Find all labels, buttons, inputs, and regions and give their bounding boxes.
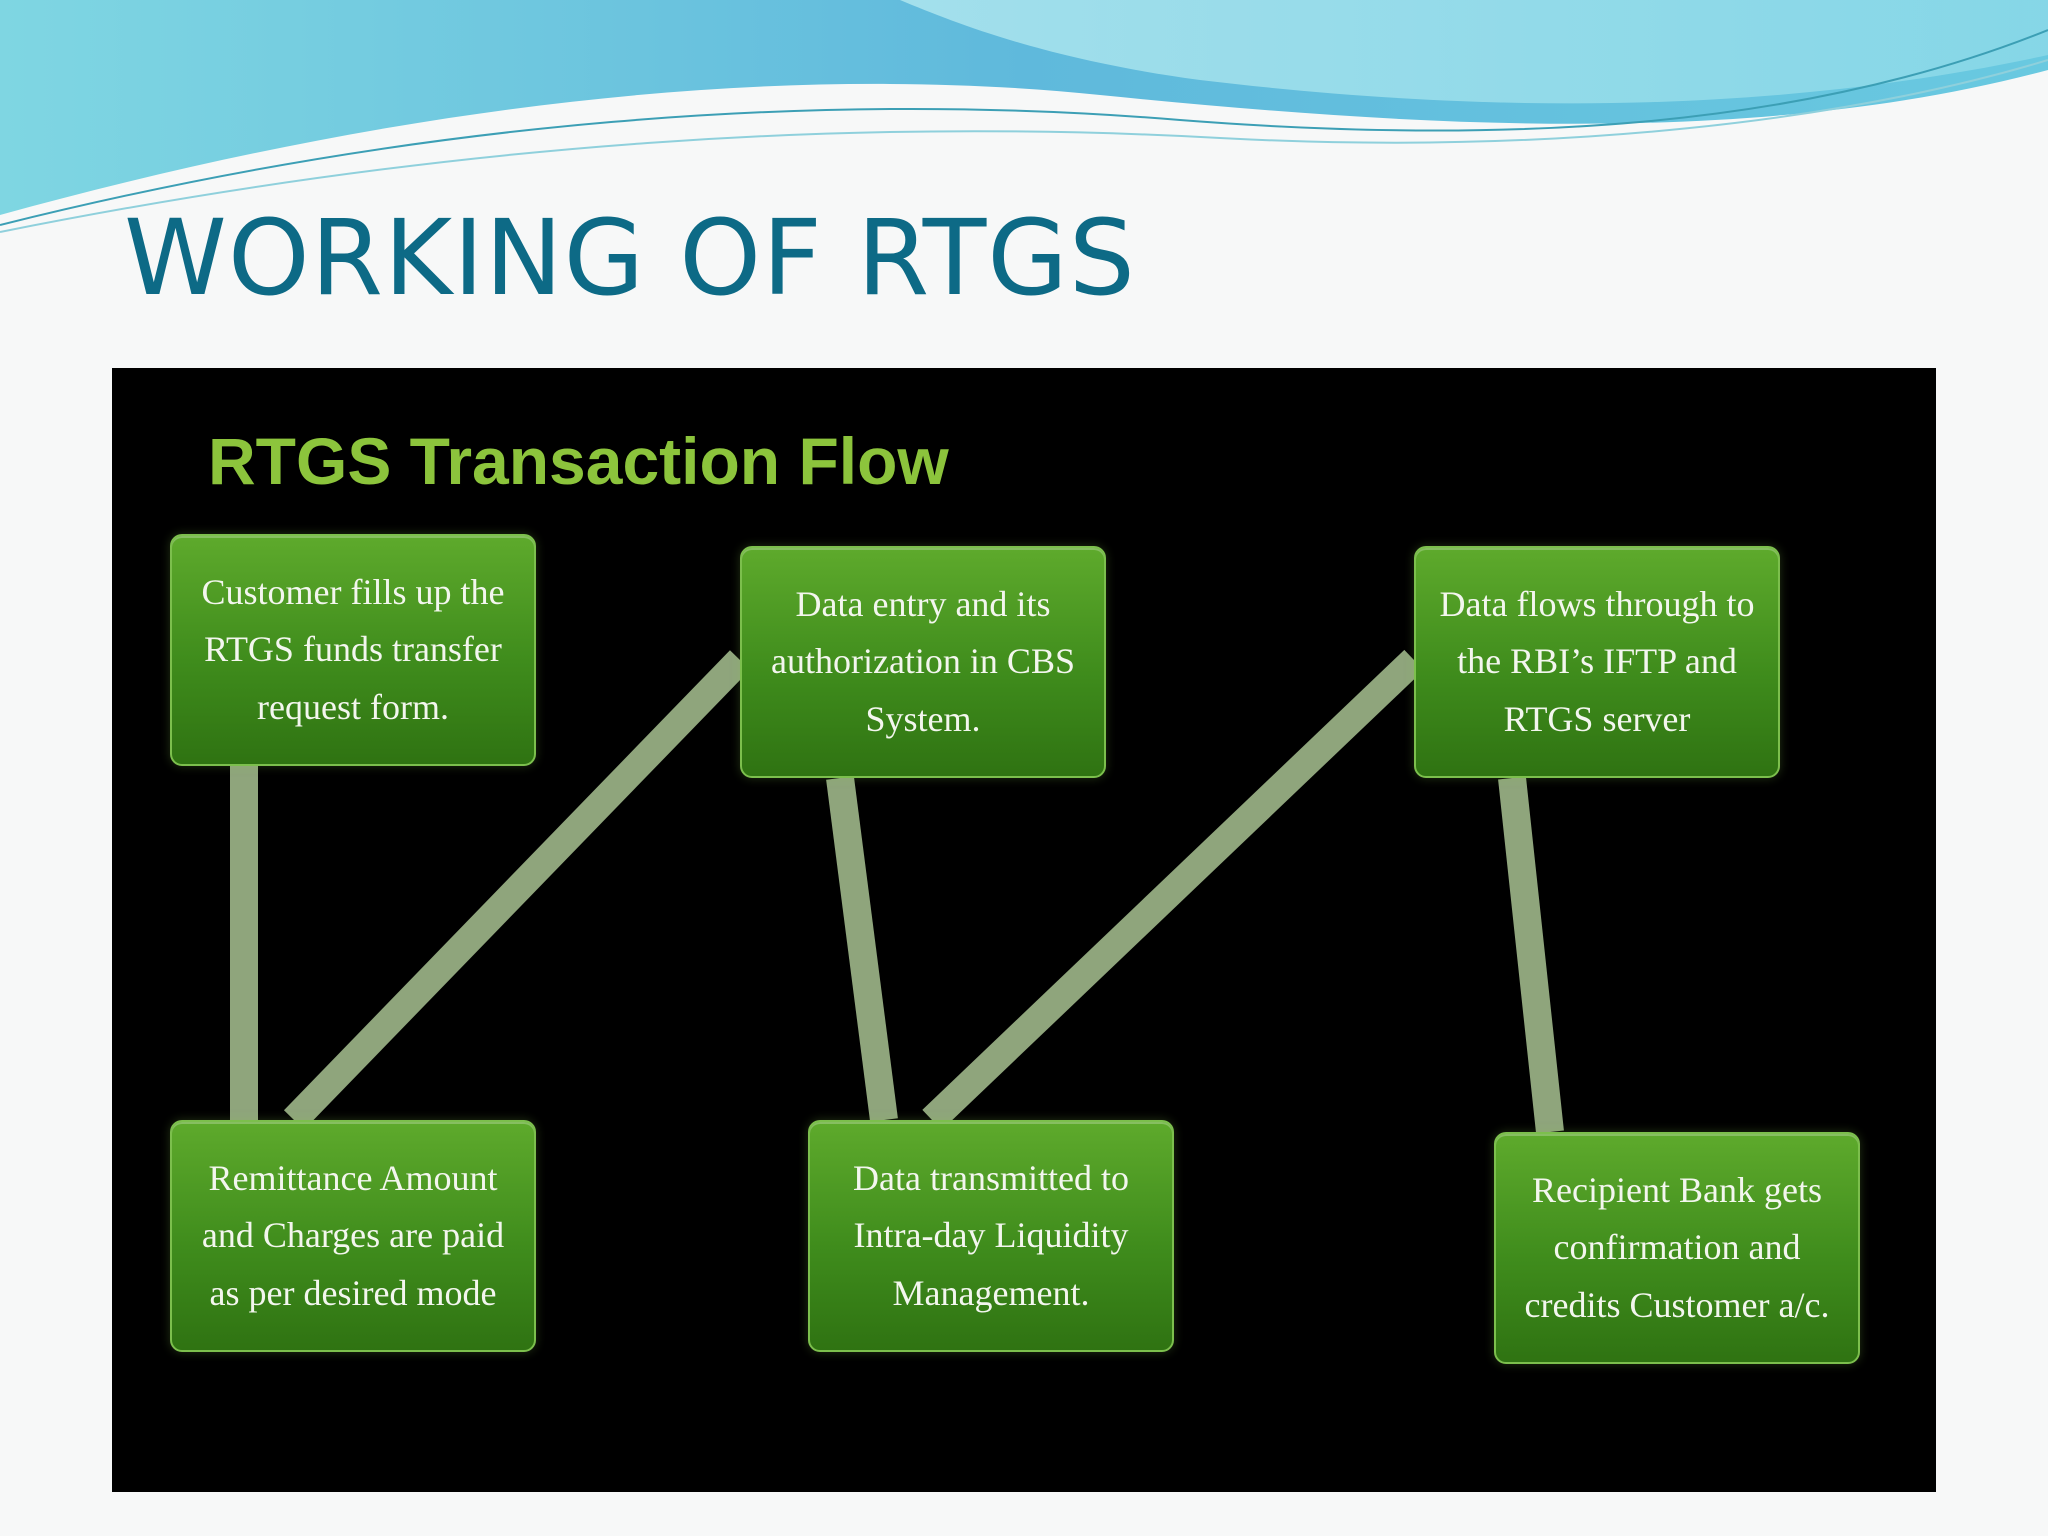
- flow-step-2: Data entry and its authorization in CBS …: [740, 546, 1106, 778]
- diagram-panel: RTGS Transaction Flow Customer fills up …: [112, 368, 1936, 1492]
- connector-4-to-2: [283, 650, 751, 1130]
- flow-step-3-text: Data flows through to the RBI’s IFTP and…: [1439, 583, 1755, 739]
- flow-step-5-text: Data transmitted to Intra-day Liquidity …: [853, 1157, 1129, 1313]
- flow-step-5: Data transmitted to Intra-day Liquidity …: [808, 1120, 1174, 1352]
- slide-title: WORKING OF RTGS: [124, 197, 1136, 319]
- flow-step-2-text: Data entry and its authorization in CBS …: [771, 583, 1075, 739]
- diagram-title: RTGS Transaction Flow: [208, 424, 949, 498]
- connector-5-to-3: [922, 649, 1424, 1131]
- connectors: [230, 649, 1564, 1134]
- flow-step-3: Data flows through to the RBI’s IFTP and…: [1414, 546, 1780, 778]
- connector-2-to-5: [826, 776, 898, 1122]
- flow-step-1-text: Customer fills up the RTGS funds transfe…: [201, 571, 505, 727]
- connector-3-to-6: [1498, 776, 1564, 1134]
- flow-step-6-text: Recipient Bank gets confirmation and cre…: [1524, 1169, 1830, 1325]
- flow-step-4-text: Remittance Amount and Charges are paid a…: [201, 1157, 505, 1313]
- flow-step-4: Remittance Amount and Charges are paid a…: [170, 1120, 536, 1352]
- flow-step-1: Customer fills up the RTGS funds transfe…: [170, 534, 536, 766]
- flow-step-6: Recipient Bank gets confirmation and cre…: [1494, 1132, 1860, 1364]
- wave-header-decoration: [0, 0, 2048, 233]
